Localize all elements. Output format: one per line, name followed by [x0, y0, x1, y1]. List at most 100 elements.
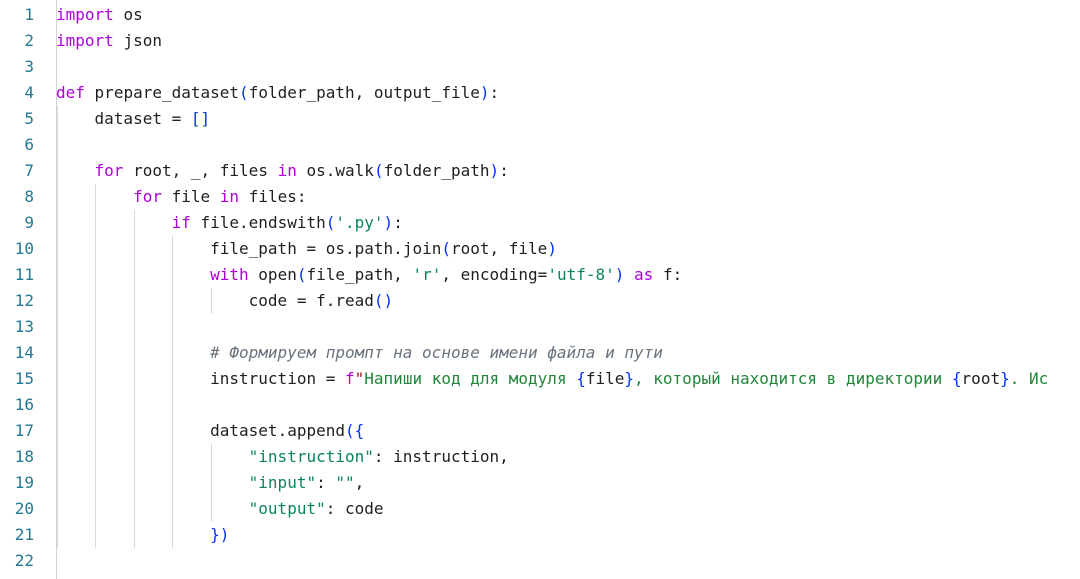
- code-line[interactable]: 4 def prepare_dataset(folder_path, output…: [0, 80, 1080, 106]
- indent-guide: [133, 288, 135, 314]
- indent-guide: [95, 522, 97, 548]
- code-line[interactable]: 15 instruction = f"Напиши код для модуля…: [0, 366, 1080, 392]
- line-content[interactable]: import os: [56, 5, 143, 24]
- indent-guide: [172, 314, 174, 340]
- line-number: 9: [24, 213, 34, 232]
- line-number: 16: [14, 395, 34, 414]
- line-number: 4: [24, 83, 34, 102]
- line-number: 15: [14, 369, 34, 388]
- code-line[interactable]: 5 dataset = []: [0, 106, 1080, 132]
- line-content[interactable]: def prepare_dataset(folder_path, output_…: [56, 83, 500, 102]
- line-content[interactable]: instruction = f"Напиши код для модуля {f…: [210, 369, 1049, 388]
- indent-guide: [57, 236, 58, 262]
- indent-guide: [57, 444, 58, 470]
- code-line[interactable]: 13: [0, 314, 1080, 340]
- code-line[interactable]: 8 for file in files:: [0, 184, 1080, 210]
- line-number: 21: [14, 525, 34, 544]
- indent-guide: [57, 132, 58, 158]
- indent-guide: [133, 262, 135, 288]
- indent-guide: [95, 470, 97, 496]
- indent-guide: [95, 444, 97, 470]
- code-line[interactable]: 14 # Формируем промпт на основе имени фа…: [0, 340, 1080, 366]
- code-line[interactable]: 20 "output": code: [0, 496, 1080, 522]
- line-content[interactable]: # Формируем промпт на основе имени файла…: [210, 343, 663, 362]
- code-line[interactable]: 7 for root, _, files in os.walk(folder_p…: [0, 158, 1080, 184]
- gutter-divider: [56, 0, 57, 579]
- code-line[interactable]: 6: [0, 132, 1080, 158]
- line-number: 3: [24, 57, 34, 76]
- line-content[interactable]: code = f.read(): [248, 291, 394, 310]
- line-number: 12: [14, 291, 34, 310]
- indent-guide: [57, 340, 58, 366]
- indent-guide: [210, 288, 212, 314]
- indent-guide: [172, 444, 174, 470]
- line-number: 20: [14, 499, 34, 518]
- code-line[interactable]: 21 }): [0, 522, 1080, 548]
- line-number: 2: [24, 31, 34, 50]
- code-line[interactable]: 19 "input": "",: [0, 470, 1080, 496]
- line-number: 10: [14, 239, 34, 258]
- indent-guide: [57, 184, 58, 210]
- line-content[interactable]: "output": code: [248, 499, 384, 518]
- indent-guide: [57, 210, 58, 236]
- line-number: 1: [24, 5, 34, 24]
- code-line[interactable]: 2 import json: [0, 28, 1080, 54]
- line-content[interactable]: "instruction": instruction,: [248, 447, 509, 466]
- indent-guide: [57, 496, 58, 522]
- indent-guide: [172, 522, 174, 548]
- code-line[interactable]: 10 file_path = os.path.join(root, file): [0, 236, 1080, 262]
- indent-guide: [95, 496, 97, 522]
- code-line[interactable]: 11 with open(file_path, 'r', encoding='u…: [0, 262, 1080, 288]
- indent-guide: [57, 470, 58, 496]
- indent-guide: [57, 522, 58, 548]
- line-number: 14: [14, 343, 34, 362]
- line-content[interactable]: file_path = os.path.join(root, file): [210, 239, 557, 258]
- indent-guide: [95, 184, 97, 210]
- code-line[interactable]: 1 import os: [0, 2, 1080, 28]
- code-line[interactable]: 16: [0, 392, 1080, 418]
- line-content[interactable]: for file in files:: [133, 187, 307, 206]
- code-line[interactable]: 12 code = f.read(): [0, 288, 1080, 314]
- line-content[interactable]: for root, _, files in os.walk(folder_pat…: [94, 161, 509, 180]
- indent-guide: [133, 236, 135, 262]
- indent-guide: [172, 470, 174, 496]
- indent-guide: [172, 262, 174, 288]
- code-line[interactable]: 22: [0, 548, 1080, 574]
- line-content[interactable]: "input": "",: [248, 473, 365, 492]
- line-number: 22: [14, 551, 34, 570]
- line-number: 17: [14, 421, 34, 440]
- indent-guide: [95, 314, 97, 340]
- code-line[interactable]: 9 if file.endswith('.py'):: [0, 210, 1080, 236]
- indent-guide: [57, 392, 58, 418]
- line-content[interactable]: }): [210, 525, 230, 544]
- indent-guide: [133, 210, 135, 236]
- line-number: 8: [24, 187, 34, 206]
- indent-guide: [172, 288, 174, 314]
- line-content[interactable]: dataset.append({: [210, 421, 365, 440]
- indent-guide: [57, 418, 58, 444]
- indent-guide: [95, 340, 97, 366]
- indent-guide: [133, 314, 135, 340]
- indent-guide: [57, 158, 58, 184]
- indent-guide: [172, 366, 174, 392]
- indent-guide: [95, 236, 97, 262]
- line-content[interactable]: import json: [56, 31, 162, 50]
- indent-guide: [172, 418, 174, 444]
- indent-guide: [95, 392, 97, 418]
- code-line[interactable]: 17 dataset.append({: [0, 418, 1080, 444]
- line-content[interactable]: dataset = []: [94, 109, 211, 128]
- indent-guide: [210, 470, 212, 496]
- indent-guide: [95, 210, 97, 236]
- line-number: 6: [24, 135, 34, 154]
- indent-guide: [133, 366, 135, 392]
- indent-guide: [133, 392, 135, 418]
- indent-guide: [133, 340, 135, 366]
- code-line[interactable]: 18 "instruction": instruction,: [0, 444, 1080, 470]
- line-content[interactable]: if file.endswith('.py'):: [171, 213, 403, 232]
- code-line[interactable]: 3: [0, 54, 1080, 80]
- line-content[interactable]: with open(file_path, 'r', encoding='utf-…: [210, 265, 683, 284]
- line-number: 5: [24, 109, 34, 128]
- line-number: 11: [14, 265, 34, 284]
